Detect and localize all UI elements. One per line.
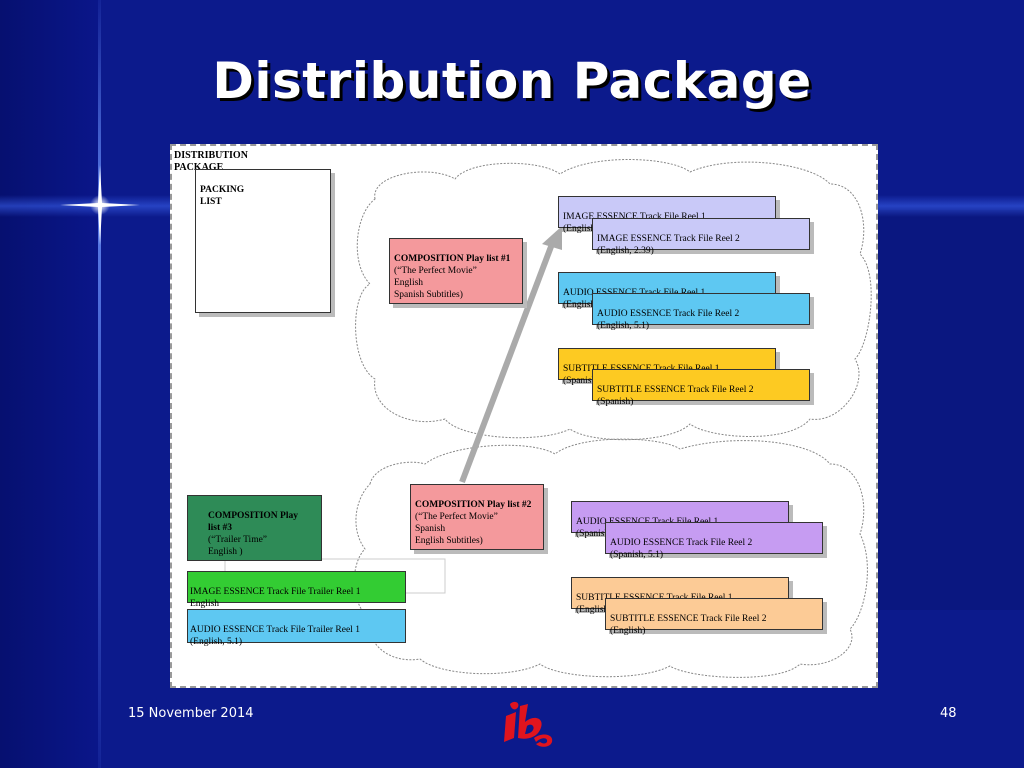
lower-cloud xyxy=(353,438,868,678)
cpl1-details: (“The Perfect Movie” English Spanish Sub… xyxy=(394,266,477,300)
packing-list-label: PACKING LIST xyxy=(200,185,245,207)
cpl1-title: COMPOSITION Play list #1 xyxy=(394,254,511,264)
cpl3-title: COMPOSITION Play list #3 xyxy=(208,511,298,533)
sparkle-icon xyxy=(60,165,140,245)
img2-title: IMAGE ESSENCE Track File Reel 2 xyxy=(597,234,740,244)
sub2-title: SUBTITLE ESSENCE Track File Reel 2 xyxy=(597,385,754,395)
page-number: 48 xyxy=(940,706,957,721)
glow-line xyxy=(98,0,101,768)
packing-list: PACKING LIST xyxy=(195,169,331,313)
background-block xyxy=(860,210,1024,610)
trailer-image-essence: IMAGE ESSENCE Track File Trailer Reel 1 E… xyxy=(187,571,406,609)
trailer-img-details: English xyxy=(190,599,220,609)
sub2-details: (Spanish) xyxy=(597,397,634,407)
composition-playlist-3: COMPOSITION Play list #3(“Trailer Time” … xyxy=(187,495,322,561)
subtitle-essence-reel-2: SUBTITLE ESSENCE Track File Reel 2 (Spani… xyxy=(592,369,810,407)
upper-cloud xyxy=(355,159,872,441)
left-panel xyxy=(0,0,100,768)
composition-playlist-1: COMPOSITION Play list #1 (“The Perfect Mo… xyxy=(389,238,523,304)
cpl2-details: (“The Perfect Movie” Spanish English Sub… xyxy=(415,512,498,546)
aud4-title: AUDIO ESSENCE Track File Reel 2 xyxy=(610,538,753,548)
ibc-logo-icon xyxy=(504,701,553,747)
cpl2-title: COMPOSITION Play list #2 xyxy=(415,500,532,510)
slide-date: 15 November 2014 xyxy=(128,706,254,721)
reference-arrow-head xyxy=(542,226,562,250)
composition-playlist-2: COMPOSITION Play list #2 (“The Perfect Mo… xyxy=(410,484,544,550)
sub1-details: (Spanish) xyxy=(563,376,600,386)
aud2-details: (English, 5.1) xyxy=(597,321,649,331)
audio-essence-reel-2: AUDIO ESSENCE Track File Reel 2 (English,… xyxy=(592,293,810,331)
package-label: DISTRIBUTION PACKAGE xyxy=(174,150,248,173)
reference-arrow-shaft xyxy=(459,242,555,484)
trailer-aud-title: AUDIO ESSENCE Track File Trailer Reel 1 xyxy=(190,625,360,635)
sub4-details: (English) xyxy=(610,626,646,636)
slide-title: Distribution Package xyxy=(212,52,812,110)
trailer-img-title: IMAGE ESSENCE Track File Trailer Reel 1 xyxy=(190,587,361,597)
img2-details: (English, 2.39) xyxy=(597,246,654,256)
diagram-canvas: DISTRIBUTION PACKAGE PACKING LIST COMPOS… xyxy=(170,144,878,688)
image-essence-reel-2: IMAGE ESSENCE Track File Reel 2 (English,… xyxy=(592,218,810,256)
aud4-details: (Spanish, 5.1) xyxy=(610,550,664,560)
cpl3-details: (“Trailer Time” English ) xyxy=(208,535,268,557)
audio-essence-spanish-reel-2: AUDIO ESSENCE Track File Reel 2 (Spanish,… xyxy=(605,522,823,560)
img1-title: IMAGE ESSENCE Track File Reel 1 xyxy=(563,212,706,222)
trailer-audio-essence: AUDIO ESSENCE Track File Trailer Reel 1 (… xyxy=(187,609,406,647)
trailer-aud-details: (English, 5.1) xyxy=(190,637,242,647)
subtitle-essence-english-reel-2: SUBTITLE ESSENCE Track File Reel 2 (Engli… xyxy=(605,598,823,636)
aud2-title: AUDIO ESSENCE Track File Reel 2 xyxy=(597,309,740,319)
sub4-title: SUBTITLE ESSENCE Track File Reel 2 xyxy=(610,614,767,624)
sub3-details: (English) xyxy=(576,605,612,615)
